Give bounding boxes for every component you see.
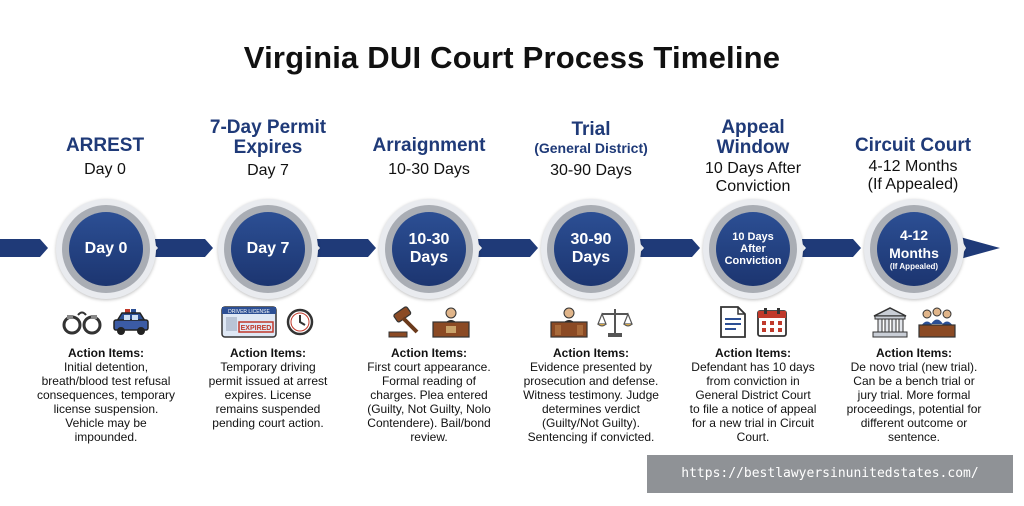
stage-header-circuit: Circuit Court 4-12 Months (If Appealed) <box>828 136 998 194</box>
action-items-text: Evidence presented by prosecution and de… <box>523 360 659 444</box>
stage-when: Conviction <box>715 178 791 195</box>
scales-icon <box>597 309 633 337</box>
circle-label: (If Appealed) <box>889 262 939 271</box>
action-items-heading: Action Items: <box>229 346 306 360</box>
judge-bench-icon <box>432 307 470 338</box>
stage-when: 30-90 Days <box>550 162 632 179</box>
license-heading: DRIVER LICENSE <box>228 309 270 315</box>
stage-name: 7-Day Permit Expires <box>209 117 327 158</box>
action-items-appeal: Action Items: Defendant has 10 days from… <box>673 346 833 444</box>
milestone-circle-day7: Day 7 <box>218 199 318 299</box>
icons-permit: DRIVER LICENSE EXPIRED <box>193 303 343 341</box>
stage-name: ARREST <box>65 135 145 156</box>
circle-label: After <box>740 243 766 255</box>
icons-arraignment <box>354 303 504 341</box>
action-items-arraignment: Action Items: First court appearance. Fo… <box>349 346 509 444</box>
calendar-icon <box>757 308 787 337</box>
stage-when: 10-30 Days <box>388 161 470 178</box>
icons-trial <box>516 303 666 341</box>
circle-label: 4-12 <box>899 227 929 243</box>
milestone-circle-circuit: 4-12 Months (If Appealed) <box>864 199 964 299</box>
stage-when: Day 0 <box>84 161 126 178</box>
action-items-heading: Action Items: <box>552 346 629 360</box>
circle-label: 30-90 <box>570 231 612 248</box>
stage-header-trial: Trial (General District) 30-90 Days <box>506 120 676 180</box>
circle-label: Conviction <box>724 255 782 267</box>
document-icon <box>720 306 746 338</box>
action-items-text: Initial detention, breath/blood test ref… <box>36 360 176 444</box>
stage-when: Day 7 <box>247 162 289 179</box>
stage-when: (If Appealed) <box>867 176 959 193</box>
stage-subname: (General District) <box>534 140 648 156</box>
circle-label: Months <box>889 245 939 261</box>
handcuffs-icon <box>62 311 102 335</box>
stage-header-arraignment: Arraignment 10-30 Days <box>344 136 514 179</box>
action-items-permit: Action Items: Temporary driving permit i… <box>188 346 348 430</box>
circle-label: 10-30 <box>408 231 450 248</box>
circle-label: Day 7 <box>246 240 290 257</box>
action-items-heading: Action Items: <box>714 346 791 360</box>
milestone-circle-day0: Day 0 <box>56 199 156 299</box>
milestone-circle-arraignment: 10-30 Days <box>379 199 479 299</box>
page-title: Virginia DUI Court Process Timeline <box>243 40 781 75</box>
timeline-arrow <box>0 237 1000 259</box>
clock-icon <box>286 308 314 336</box>
icons-circuit <box>839 303 989 341</box>
courthouse-icon <box>872 307 908 338</box>
action-items-circuit: Action Items: De novo trial (new trial).… <box>834 346 994 444</box>
driver-license-icon: DRIVER LICENSE EXPIRED <box>221 306 277 338</box>
action-items-arrest: Action Items: Initial detention, breath/… <box>26 346 186 444</box>
stage-header-appeal: Appeal Window 10 Days After Conviction <box>668 118 838 196</box>
watermark-url: https://bestlawyersinunitedstates.com/ <box>647 455 1013 493</box>
stage-name: Arraignment <box>372 135 486 156</box>
icons-appeal <box>678 303 828 341</box>
action-items-text: De novo trial (new trial). Can be a benc… <box>846 360 982 444</box>
action-items-trial: Action Items: Evidence presented by pros… <box>511 346 671 444</box>
expired-stamp: EXPIRED <box>241 325 272 332</box>
circle-label: Day 0 <box>84 240 128 257</box>
stage-name: Appeal Window <box>716 117 790 158</box>
stage-when: 4-12 Months <box>868 158 958 175</box>
action-items-text: Defendant has 10 days from conviction in… <box>689 360 817 444</box>
milestone-circle-trial: 30-90 Days <box>541 199 641 299</box>
gavel-icon <box>388 306 419 338</box>
action-items-heading: Action Items: <box>875 346 952 360</box>
stage-header-arrest: ARREST Day 0 <box>20 136 190 179</box>
stage-name: Circuit Court <box>854 135 972 156</box>
police-car-icon <box>113 309 149 335</box>
stage-header-permit: 7-Day Permit Expires Day 7 <box>183 118 353 180</box>
circle-label: Days <box>409 249 449 266</box>
circle-label: Days <box>571 249 611 266</box>
stage-name: Trial <box>571 119 611 140</box>
action-items-heading: Action Items: <box>390 346 467 360</box>
stage-when: 10 Days After <box>704 160 802 177</box>
action-items-text: First court appearance. Formal reading o… <box>367 360 491 444</box>
action-items-heading: Action Items: <box>67 346 144 360</box>
circle-label: 10 Days <box>732 231 774 243</box>
milestone-circle-appeal: 10 Days After Conviction <box>703 199 803 299</box>
action-items-text: Temporary driving permit issued at arres… <box>208 360 328 430</box>
icons-arrest <box>31 303 181 341</box>
courtroom-icon <box>550 307 588 338</box>
jury-icon <box>918 307 956 338</box>
